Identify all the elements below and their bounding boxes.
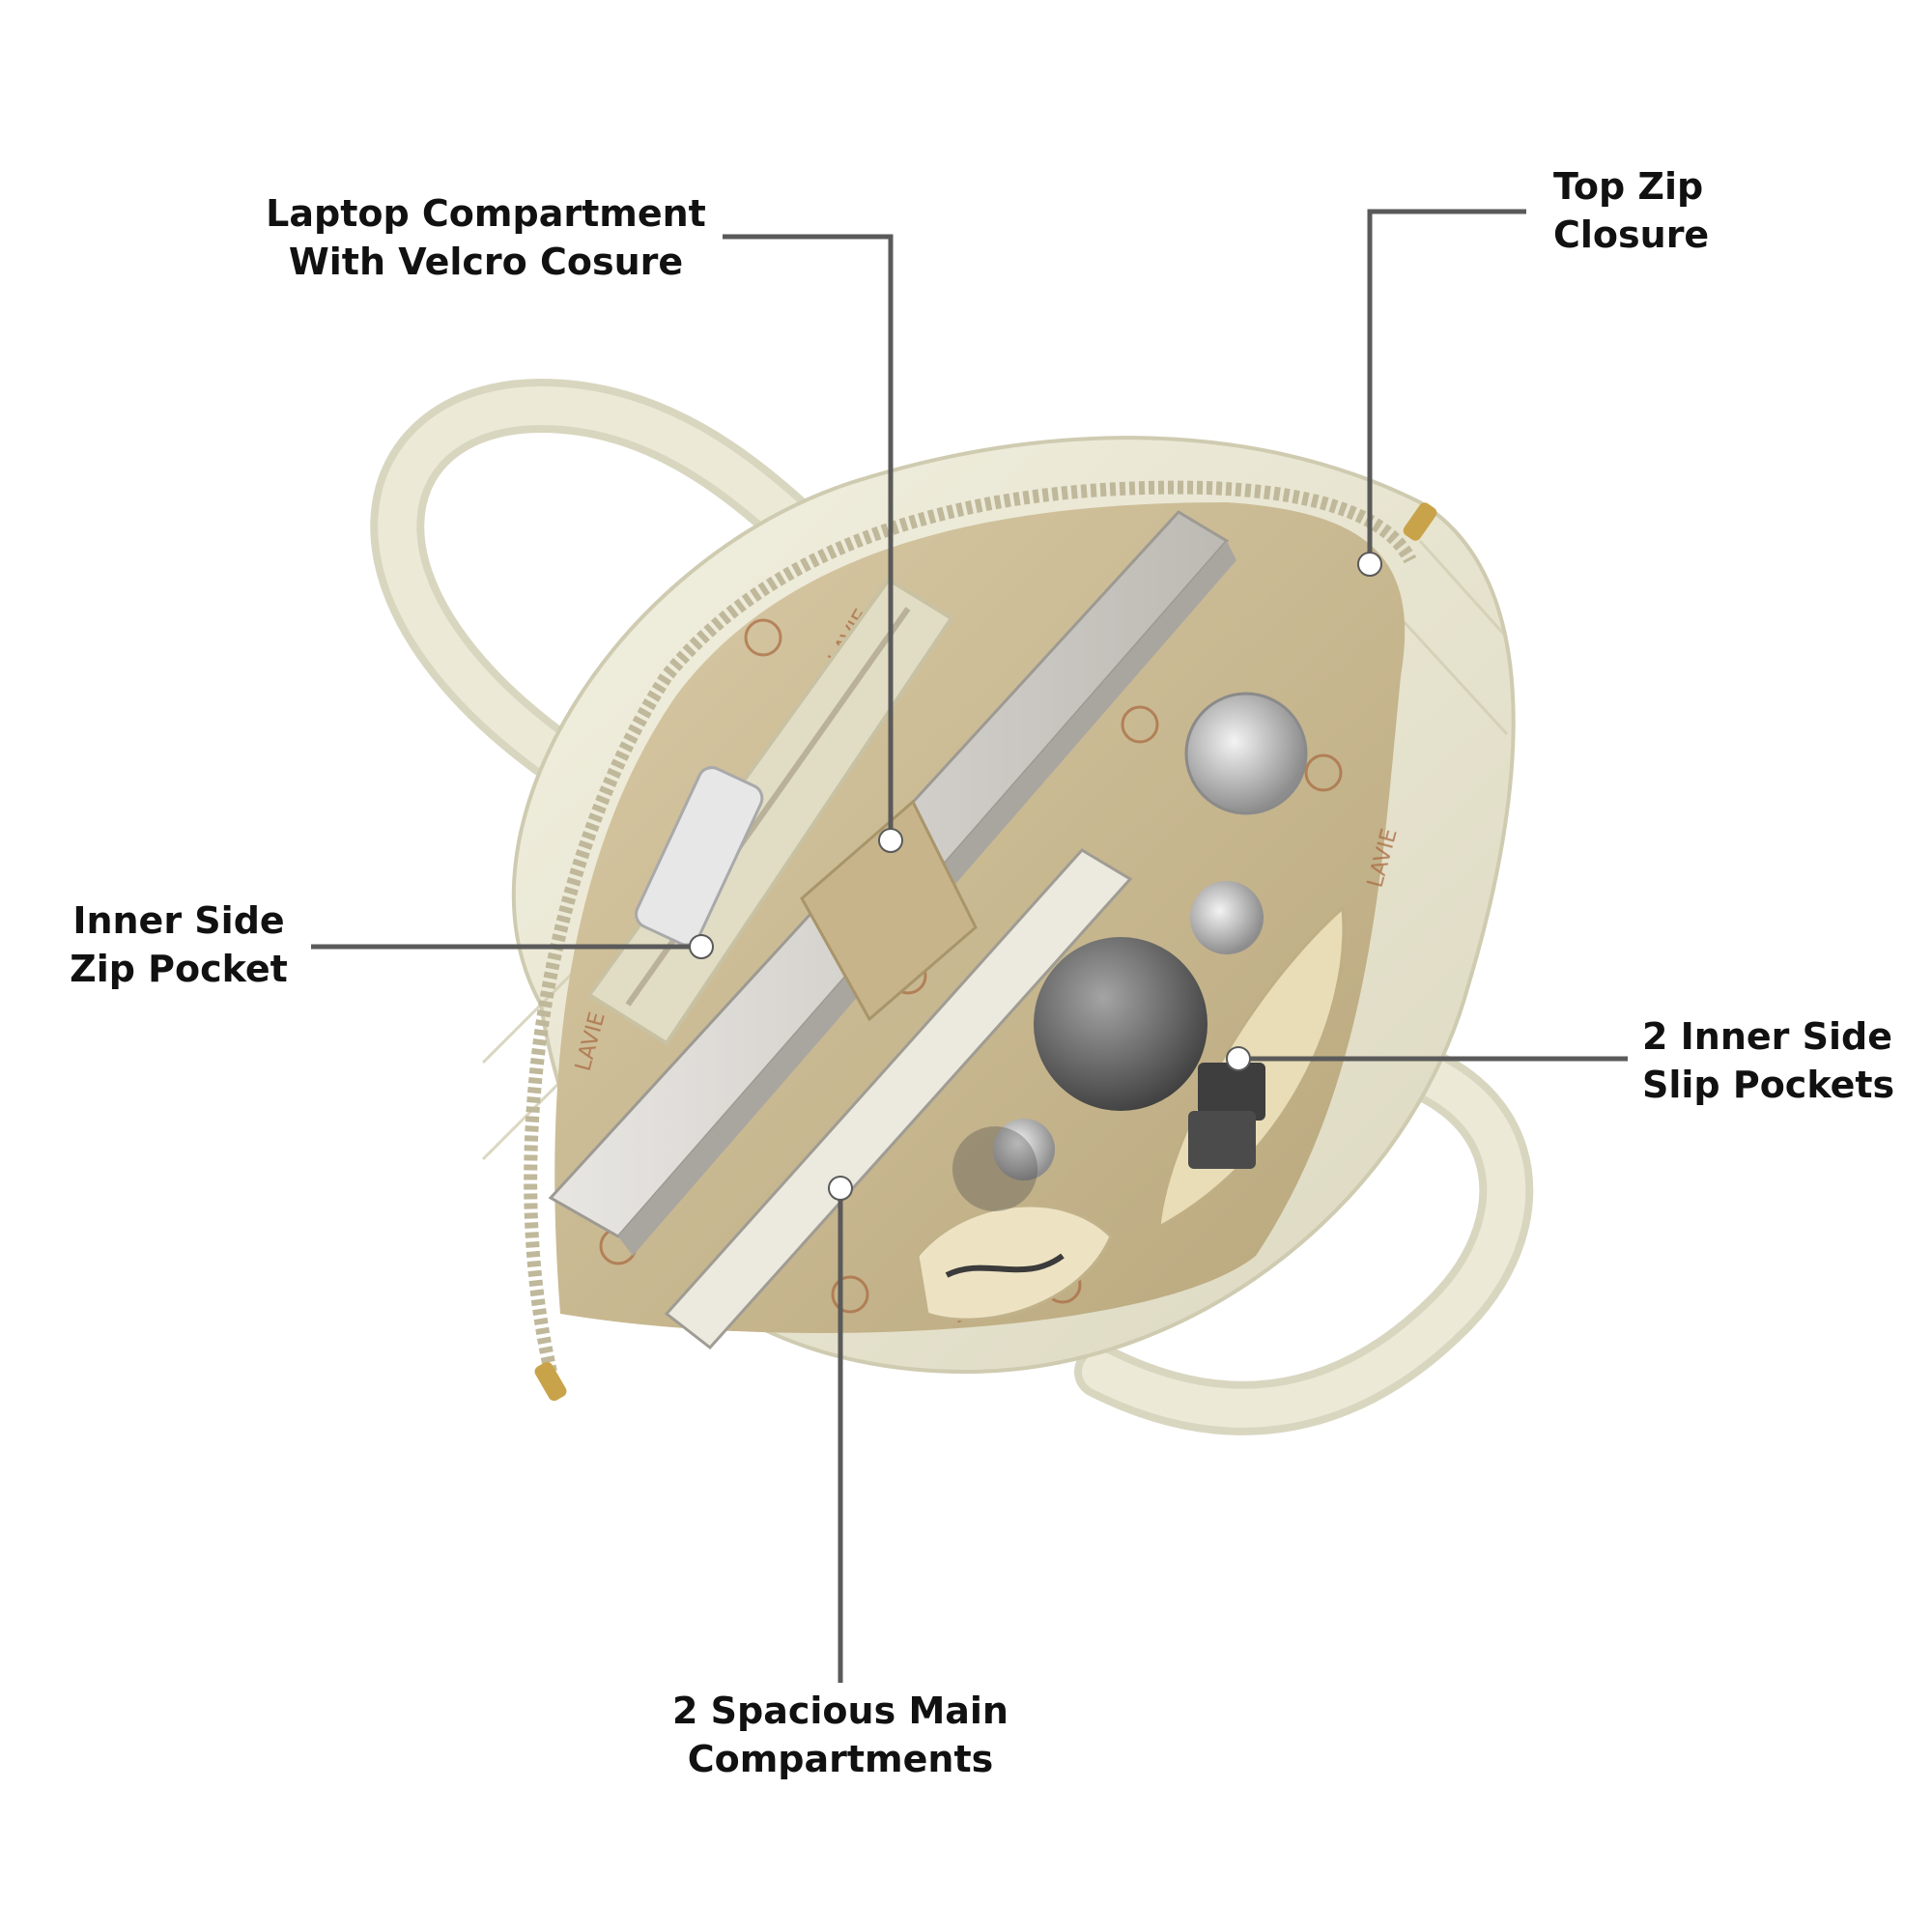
callout-inner-zip-pocket: Inner Side Zip Pocket: [58, 896, 299, 993]
zipper-track: [524, 480, 1417, 1374]
callout-main-line2: Compartments: [687, 1738, 994, 1780]
callout-top-zip-line1: Top Zip: [1553, 165, 1704, 208]
dark-case-1: [1198, 1063, 1265, 1121]
bag-handle-top: [370, 378, 877, 800]
leader-lines: [311, 209, 1628, 1683]
small-bottle-dark: [952, 1126, 1037, 1211]
callout-slip-pockets-line1: 2 Inner Side: [1642, 1015, 1893, 1058]
leader-line-laptop: [723, 234, 894, 840]
dark-case-2: [1188, 1111, 1256, 1169]
callout-top-zip-line2: Closure: [1553, 213, 1710, 256]
callout-dot-laptop: [878, 828, 903, 853]
callout-laptop-line2: With Velcro Cosure: [288, 241, 684, 283]
metal-canister: [1034, 937, 1208, 1111]
callout-slip-pockets: 2 Inner Side Slip Pockets: [1642, 1012, 1894, 1109]
callout-zip-pocket-line1: Inner Side: [72, 899, 285, 942]
zipper-pull-top: [1403, 502, 1437, 541]
callout-dot-top-zip: [1357, 552, 1382, 577]
callout-zip-pocket-line2: Zip Pocket: [70, 948, 288, 990]
notebook: [664, 848, 1133, 1350]
callout-laptop-compartment: Laptop Compartment With Velcro Cosure: [259, 189, 713, 286]
silver-can-lid: [1184, 692, 1308, 815]
callout-slip-pockets-line2: Slip Pockets: [1642, 1064, 1895, 1106]
leader-dots: [689, 552, 1382, 1201]
bottle-cap: [1190, 881, 1264, 954]
quilt-stitching: [481, 539, 1509, 1161]
velcro-strap: [800, 799, 978, 1022]
leader-line-top-zip: [1367, 209, 1526, 564]
zipper-pull-bottom: [534, 1361, 567, 1402]
callout-dot-slip-pockets: [1226, 1046, 1251, 1071]
bag-handle-bottom: [1074, 1026, 1534, 1435]
callout-dot-main-compartments: [828, 1176, 853, 1201]
callout-laptop-line1: Laptop Compartment: [266, 192, 706, 235]
pouch: [916, 1204, 1113, 1321]
callout-main-compartments: 2 Spacious Main Compartments: [618, 1687, 1063, 1783]
small-bottle-cap: [993, 1119, 1055, 1180]
callout-dot-zip-pocket: [689, 934, 714, 959]
callout-top-zip: Top Zip Closure: [1553, 162, 1709, 259]
cable: [945, 1253, 1065, 1278]
phone: [635, 766, 764, 947]
callout-main-line1: 2 Spacious Main: [672, 1690, 1009, 1732]
